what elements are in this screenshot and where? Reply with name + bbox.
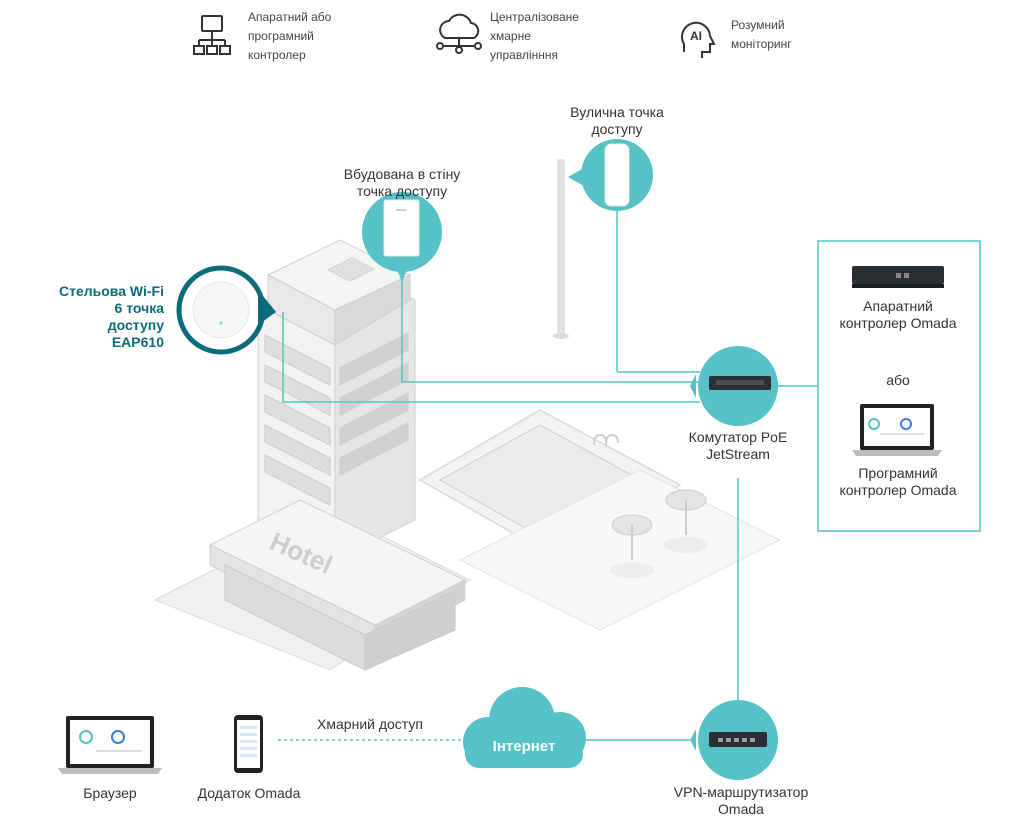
feature-text: Централізоване bbox=[490, 10, 579, 24]
umbrella-2 bbox=[664, 489, 708, 553]
hardware-controller-icon bbox=[852, 266, 944, 288]
label-line: доступу bbox=[107, 317, 164, 333]
browser-label: Браузер bbox=[83, 785, 137, 801]
cloud-network-icon bbox=[436, 13, 482, 54]
feature-cloud: Централізоване хмарне управлінння bbox=[490, 8, 579, 65]
label-line: контролер Omada bbox=[839, 482, 957, 498]
label-line: Вулична точка bbox=[570, 104, 664, 120]
label-line: Omada bbox=[718, 801, 764, 817]
vpn-router-bubble bbox=[690, 700, 778, 780]
omada-app-label: Додаток Omada bbox=[197, 785, 301, 801]
label-line: Вбудована в стіну bbox=[343, 166, 461, 182]
ceiling-ap-icon bbox=[192, 281, 250, 339]
software-controller-laptop-icon bbox=[852, 404, 942, 456]
controller-box bbox=[817, 240, 981, 532]
label-line: Апаратний bbox=[863, 298, 933, 314]
feature-text: Апаратний або bbox=[248, 10, 332, 24]
ai-head-icon: AI bbox=[681, 21, 716, 58]
poe-switch-bubble bbox=[690, 346, 778, 426]
hotel-building: Hotel bbox=[153, 239, 472, 671]
label-line: контролер Omada bbox=[839, 315, 957, 331]
feature-monitoring: Розумний моніторинг bbox=[731, 16, 792, 54]
connection-lines bbox=[278, 210, 818, 741]
label-line: VPN-маршрутизатор bbox=[673, 784, 809, 800]
internet-label: Інтернет bbox=[492, 738, 556, 755]
omada-app-phone-icon bbox=[234, 715, 263, 773]
label-line: Комутатор PoE bbox=[688, 429, 788, 445]
street-ap-bubble bbox=[568, 139, 653, 211]
label-line: JetStream bbox=[706, 446, 770, 462]
feature-controller: Апаратний або програмний контролер bbox=[248, 8, 331, 65]
street-ap-label: Вулична точка доступу bbox=[547, 104, 687, 138]
label-line: Програмний bbox=[858, 465, 938, 481]
wall-plate-ap-icon bbox=[383, 199, 420, 257]
pool-area bbox=[418, 409, 782, 631]
or-label: або bbox=[886, 372, 910, 388]
label-line: Стельова Wi-Fi bbox=[59, 283, 164, 299]
vpn-router-label: VPN-маршрутизатор Omada bbox=[656, 784, 826, 818]
wall-ap-bubble bbox=[362, 192, 442, 282]
svg-text:AI: AI bbox=[690, 29, 702, 43]
browser-laptop-icon bbox=[58, 716, 162, 774]
cloud-access-label: Хмарний доступ bbox=[317, 716, 423, 732]
hierarchy-network-icon bbox=[193, 15, 231, 55]
feature-text: хмарне bbox=[490, 29, 531, 43]
label-line: точка доступу bbox=[356, 183, 448, 199]
wall-ap-label: Вбудована в стіну точка доступу bbox=[332, 166, 472, 200]
feature-text: управлінння bbox=[490, 48, 558, 62]
street-pole bbox=[553, 159, 569, 339]
feature-text: контролер bbox=[248, 48, 306, 62]
poe-switch-label: Комутатор PoE JetStream bbox=[668, 429, 808, 463]
umbrella-1 bbox=[610, 514, 654, 578]
feature-text: програмний bbox=[248, 29, 314, 43]
feature-text: Розумний bbox=[731, 18, 785, 32]
ceiling-ap-label: Стельова Wi-Fi 6 точка доступу EAP610 bbox=[40, 283, 164, 351]
internet-cloud bbox=[463, 687, 586, 768]
label-line: 6 точка bbox=[114, 300, 164, 316]
outdoor-ap-icon bbox=[604, 143, 630, 207]
hw-controller-label: Апаратний контролер Omada bbox=[828, 298, 968, 332]
label-line: EAP610 bbox=[111, 334, 164, 350]
label-line: доступу bbox=[591, 121, 643, 137]
sw-controller-label: Програмний контролер Omada bbox=[828, 465, 968, 499]
ceiling-ap-bubble bbox=[176, 265, 276, 355]
feature-text: моніторинг bbox=[731, 37, 792, 51]
